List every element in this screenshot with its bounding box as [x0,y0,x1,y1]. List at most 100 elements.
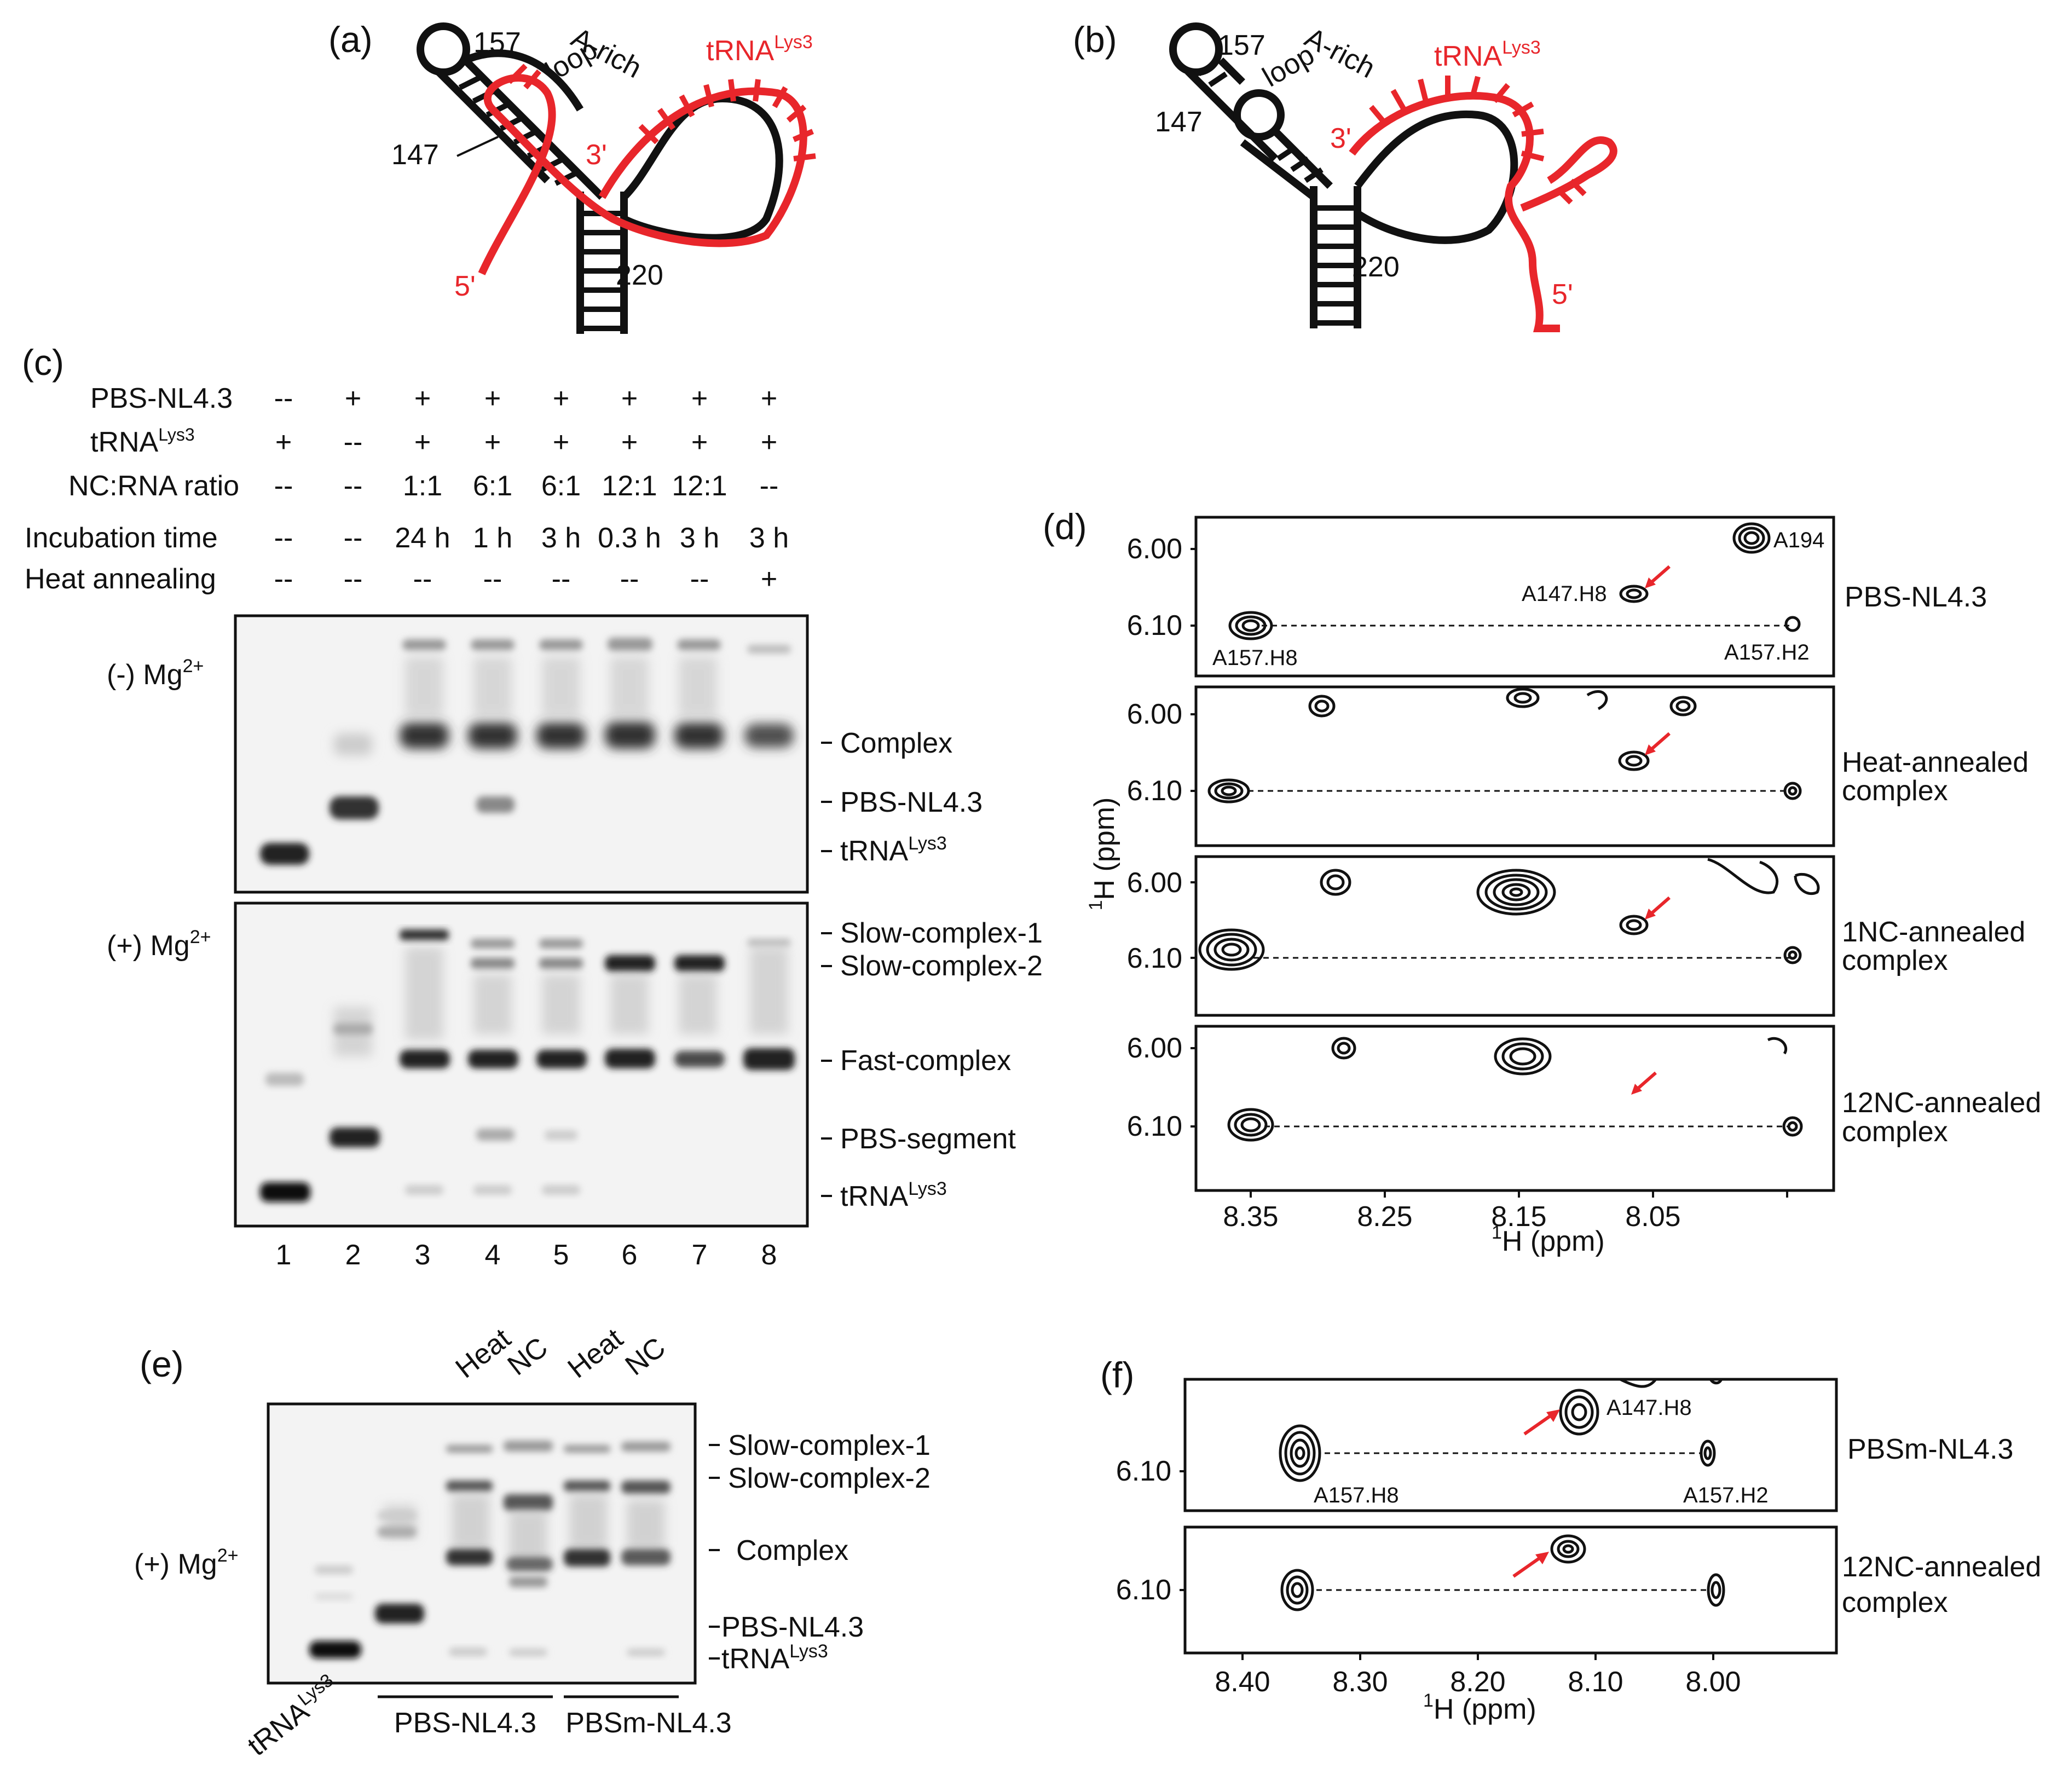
panel-a: (a) [328,19,816,334]
row-label-ratio: NC:RNA ratio [68,470,239,502]
nmr-d-spectrum-3: 6.00 6.10 1NC-annealed complex [1127,855,2025,1017]
band-pbs-seg: PBS-segment [840,1123,1016,1155]
panel-label-c: (c) [22,342,64,383]
label-5prime-a: 5' [454,270,476,302]
d-xtick-4: 8.05 [1625,1201,1680,1233]
d4-ytick-600: 6.00 [1127,1032,1182,1064]
cond-r3-l7: 3 h [680,522,719,554]
e-band-pbs: PBS-NL4.3 [721,1611,864,1643]
d3-ytick-600: 6.00 [1127,867,1182,899]
nmr-d-spectrum-2: 6.00 6.10 Heat-annealed complex [1127,685,2029,847]
label-trna-a: tRNALys3 [706,32,813,67]
gel-e [267,1402,697,1685]
cond-r1-l7: + [691,426,708,458]
label-147-a: 147 [391,139,439,171]
cond-r1-l8: + [761,426,777,458]
cond-r0-l1: -- [274,383,293,414]
nmr-d-axes: 8.35 8.25 8.15 8.05 1H (ppm) 1H (ppm) [1085,797,1788,1257]
d-xtick-3: 8.15 [1491,1201,1546,1233]
panel-label-f: (f) [1100,1355,1134,1395]
cond-r0-l2: + [345,383,361,414]
e-band-trna: tRNALys3 [721,1641,828,1675]
f2-ytick: 6.10 [1116,1574,1171,1606]
lane-2: 2 [345,1239,361,1271]
e-band-slow-1: Slow-complex-1 [728,1430,931,1461]
helix-b [1169,22,1518,244]
cond-r2-l2: -- [344,470,363,502]
cond-r2-l3: 1:1 [403,470,442,502]
d1-peak-a157h2: A157.H2 [1724,640,1810,664]
e-group-pbs: PBS-NL4.3 [394,1707,536,1739]
panel-d: (d) 6.00 6.10 A194 A147.H8 A157.H8 A157.… [1043,506,2041,1257]
label-trna-b: tRNALys3 [1434,37,1541,72]
panel-label-e: (e) [140,1344,184,1384]
panel-label-b: (b) [1073,19,1117,60]
band-trna: tRNALys3 [840,833,947,867]
band-complex: Complex [840,727,952,759]
cond-r4-l3: -- [413,563,432,595]
band-fast: Fast-complex [840,1045,1011,1077]
cond-r4-l8: + [761,563,777,595]
d-xtick-2: 8.25 [1357,1201,1412,1233]
label-plus-mg: (+) Mg2+ [107,927,211,962]
cond-r0-l5: + [553,383,569,414]
band-trna-2: tRNALys3 [840,1178,947,1212]
row-label-pbs: PBS-NL4.3 [90,383,233,414]
cond-r0-l7: + [691,383,708,414]
stem-220 [576,192,628,334]
d-xlabel: 1H (ppm) [1492,1222,1605,1257]
cond-r3-l6: 0.3 h [598,522,661,554]
nmr-d-spectrum-4: 6.00 6.10 12NC-annealed complex [1127,1025,2041,1192]
label-3prime-a: 3' [586,139,607,171]
lane-5: 5 [553,1239,569,1271]
row-label-time: Incubation time [25,522,218,554]
f1-peak-a157h8: A157.H8 [1314,1483,1399,1507]
cond-r4-l1: -- [274,563,293,595]
d2-title-1: Heat-annealed [1842,747,2029,778]
cond-r0-l4: + [484,383,501,414]
cond-r2-l6: 12:1 [602,470,657,502]
lane-7: 7 [692,1239,708,1271]
band-slow-1: Slow-complex-1 [840,917,1043,949]
cond-r0-l8: + [761,383,777,414]
d3-ytick-610: 6.10 [1127,943,1182,974]
cond-r4-l6: -- [620,563,639,595]
cond-r0-l3: + [414,383,431,414]
gel-c-top-band-labels: Complex PBS-NL4.3 tRNALys3 [821,727,983,867]
cond-r1-l2: -- [344,426,363,458]
gel-e-band-labels: Slow-complex-1 Slow-complex-2 Complex PB… [709,1430,931,1675]
cond-r2-l8: -- [760,470,779,502]
f-xlabel: 1H (ppm) [1423,1690,1536,1725]
f1-peak-a157h2: A157.H2 [1683,1483,1769,1507]
cond-r1-l5: + [553,426,569,458]
d2-title-2: complex [1842,775,1948,807]
cond-r4-l2: -- [344,563,363,595]
d-xtick-1: 8.35 [1223,1201,1278,1233]
gel-c-bottom [234,901,809,1228]
d2-ytick-600: 6.00 [1127,698,1182,730]
cond-r4-l5: -- [552,563,571,595]
f-xtick-3: 8.20 [1450,1666,1505,1698]
d3-title-2: complex [1842,945,1948,976]
d1-peak-a147: A147.H8 [1522,582,1607,606]
label-minus-mg: (-) Mg2+ [107,656,204,691]
panel-c: (c) PBS-NL4.3 tRNALys3 NC:RNA ratio Incu… [22,342,1043,1271]
d4-title-1: 12NC-annealed [1842,1087,2041,1119]
cond-r0-l6: + [621,383,638,414]
label-157-b: 157 [1218,30,1265,61]
d1-peak-a157h8: A157.H8 [1212,646,1298,670]
lane-1: 1 [276,1239,292,1271]
cond-r2-l5: 6:1 [541,470,581,502]
lane-3: 3 [415,1239,431,1271]
gel-c-bottom-band-labels: Slow-complex-1 Slow-complex-2 Fast-compl… [821,917,1043,1212]
panel-label-d: (d) [1043,506,1087,547]
d1-title: PBS-NL4.3 [1845,581,1987,613]
d-ylabel: 1H (ppm) [1085,797,1120,911]
cond-r2-l1: -- [274,470,293,502]
nmr-f-spectrum-2: 6.10 12NC-annealed complex [1116,1525,2041,1655]
cond-r1-l3: + [414,426,431,458]
cond-r3-l3: 24 h [395,522,450,554]
lane-6: 6 [622,1239,638,1271]
cond-r3-l8: 3 h [749,522,789,554]
